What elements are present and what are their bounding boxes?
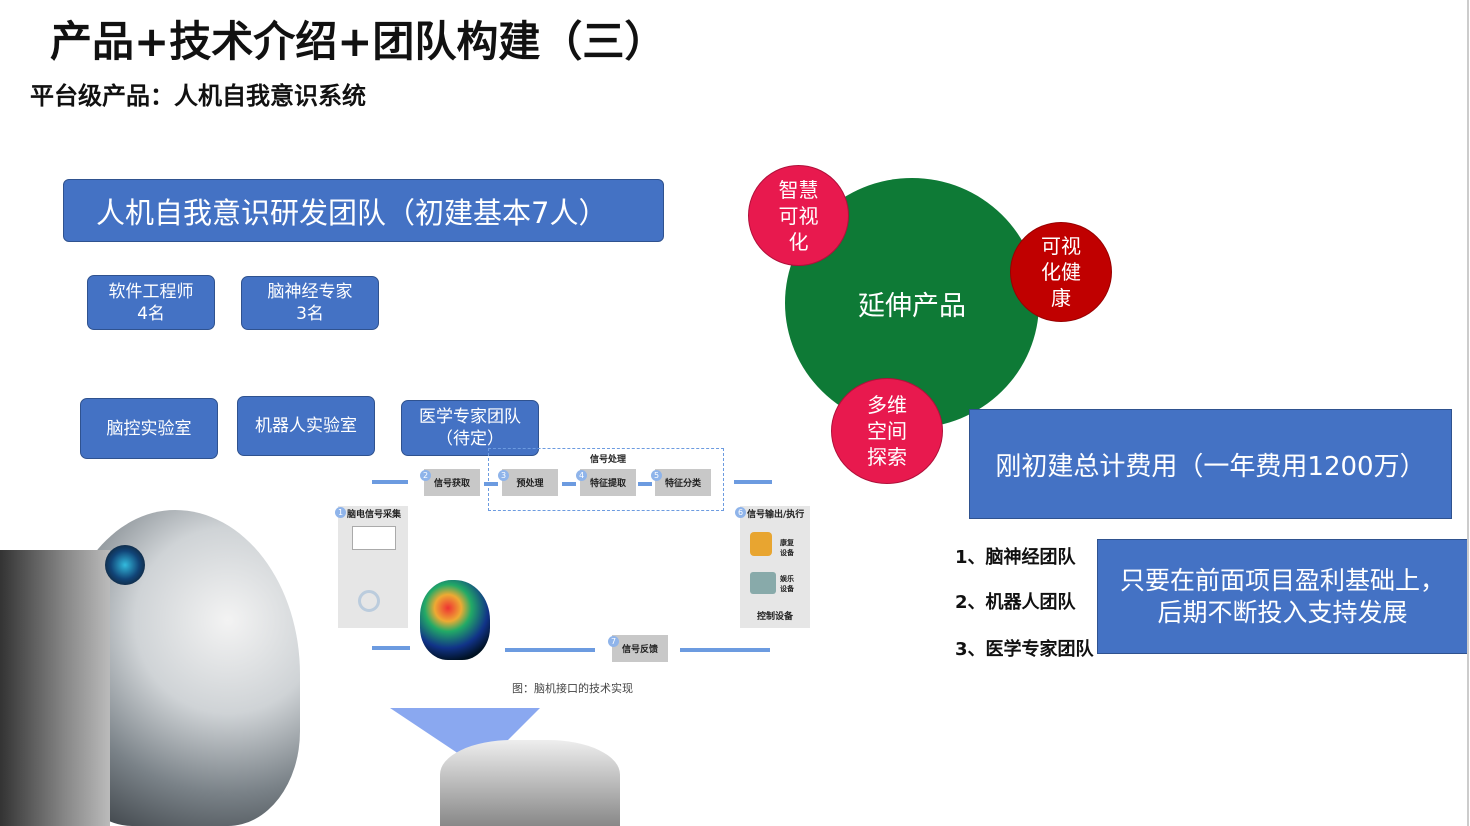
step-number: 4 <box>576 470 587 481</box>
circle-label: 智慧 <box>778 177 819 202</box>
cost-box: 刚初建总计费用（一年费用1200万） <box>969 409 1452 519</box>
lab-medical-team: 医学专家团队（待定） <box>401 400 539 456</box>
slide-title: 产品+技术介绍+团队构建（三） <box>50 17 667 66</box>
step-number: 7 <box>608 636 619 647</box>
role-name: 脑神经专家 <box>267 282 353 302</box>
circle-label: 探索 <box>867 445 907 469</box>
slide-edge <box>1467 0 1469 826</box>
team-item: 2、机器人团队 <box>955 592 1076 613</box>
circle-label: 空间 <box>867 419 907 443</box>
arrow <box>372 480 408 484</box>
arrow <box>484 482 498 486</box>
diagram-caption: 图：脑机接口的技术实现 <box>512 682 633 695</box>
step-acquire: 信号获取 <box>424 469 480 496</box>
circle-label: 延伸产品 <box>858 290 966 322</box>
circle-label: 可视 <box>1041 234 1081 258</box>
step-number: 1 <box>335 507 346 518</box>
multi-space-circle: 多维空间探索 <box>831 378 943 484</box>
step-number: 5 <box>651 470 662 481</box>
step-preprocess: 预处理 <box>502 469 558 496</box>
support-line: 只要在前面项目盈利基础上， <box>1119 565 1445 595</box>
entertainment-icon <box>750 572 776 594</box>
step-number: 3 <box>498 470 509 481</box>
arrow <box>372 646 410 650</box>
step-number: 6 <box>735 507 746 518</box>
wheelchair-icon <box>750 532 772 556</box>
role-count: 4名 <box>137 303 165 324</box>
robot-image <box>0 490 620 826</box>
support-line: 后期不断投入支持发展 <box>1157 597 1408 627</box>
slide-subtitle: 平台级产品：人机自我意识系统 <box>30 82 366 110</box>
team-banner: 人机自我意识研发团队（初建基本7人） <box>63 179 664 242</box>
arrow <box>562 482 576 486</box>
device-rehab: 康复设备 <box>780 539 794 557</box>
magnifier-icon <box>358 590 380 612</box>
circle-label: 化 <box>788 229 809 254</box>
device-control: 控制设备 <box>757 612 794 622</box>
lab-robot: 机器人实验室 <box>237 396 375 456</box>
role-count: 3名 <box>296 304 324 324</box>
team-item: 1、脑神经团队 <box>955 547 1076 568</box>
circle-label: 康 <box>1051 286 1071 310</box>
step-classify: 特征分类 <box>655 469 711 496</box>
lab-name: 脑控实验室 <box>106 418 192 439</box>
circle-label: 多维 <box>867 393 907 417</box>
support-box: 只要在前面项目盈利基础上，后期不断投入支持发展 <box>1097 539 1468 654</box>
robot-hand <box>440 740 620 826</box>
step-number: 2 <box>420 470 431 481</box>
lab-name: 医学专家团队 <box>419 407 521 427</box>
step-extract: 特征提取 <box>580 469 636 496</box>
arrow <box>734 480 772 484</box>
team-item: 3、医学专家团队 <box>955 639 1094 660</box>
brain-head-image <box>420 580 490 660</box>
group-label: 信号处理 <box>590 455 627 465</box>
lab-name: 机器人实验室 <box>255 416 357 436</box>
signal-processing-group <box>488 448 724 511</box>
step-output: 信号输出/执行 <box>747 510 805 520</box>
lab-brain-control: 脑控实验室 <box>80 398 218 459</box>
step-feedback: 信号反馈 <box>612 635 668 662</box>
circle-label: 化健 <box>1041 260 1081 284</box>
arrow <box>638 482 652 486</box>
step-eeg: 脑电信号采集 <box>347 510 402 520</box>
bci-diagram: 信号处理 信号获取 预处理 特征提取 特征分类 2 3 4 5 1 脑电信号采集… <box>330 440 820 700</box>
chip-icon <box>352 526 396 550</box>
role-name: 软件工程师 <box>108 281 194 302</box>
smart-visual-circle: 智慧可视化 <box>748 165 849 266</box>
output-panel <box>740 506 810 628</box>
arrow <box>505 648 595 652</box>
visual-health-circle: 可视化健康 <box>1010 222 1112 322</box>
robot-neck <box>0 550 110 826</box>
arrow <box>680 648 770 652</box>
robot-ear <box>105 545 145 585</box>
device-entertainment: 娱乐设备 <box>780 575 794 593</box>
lab-status: （待定） <box>436 429 504 449</box>
circle-label: 可视 <box>778 203 819 228</box>
